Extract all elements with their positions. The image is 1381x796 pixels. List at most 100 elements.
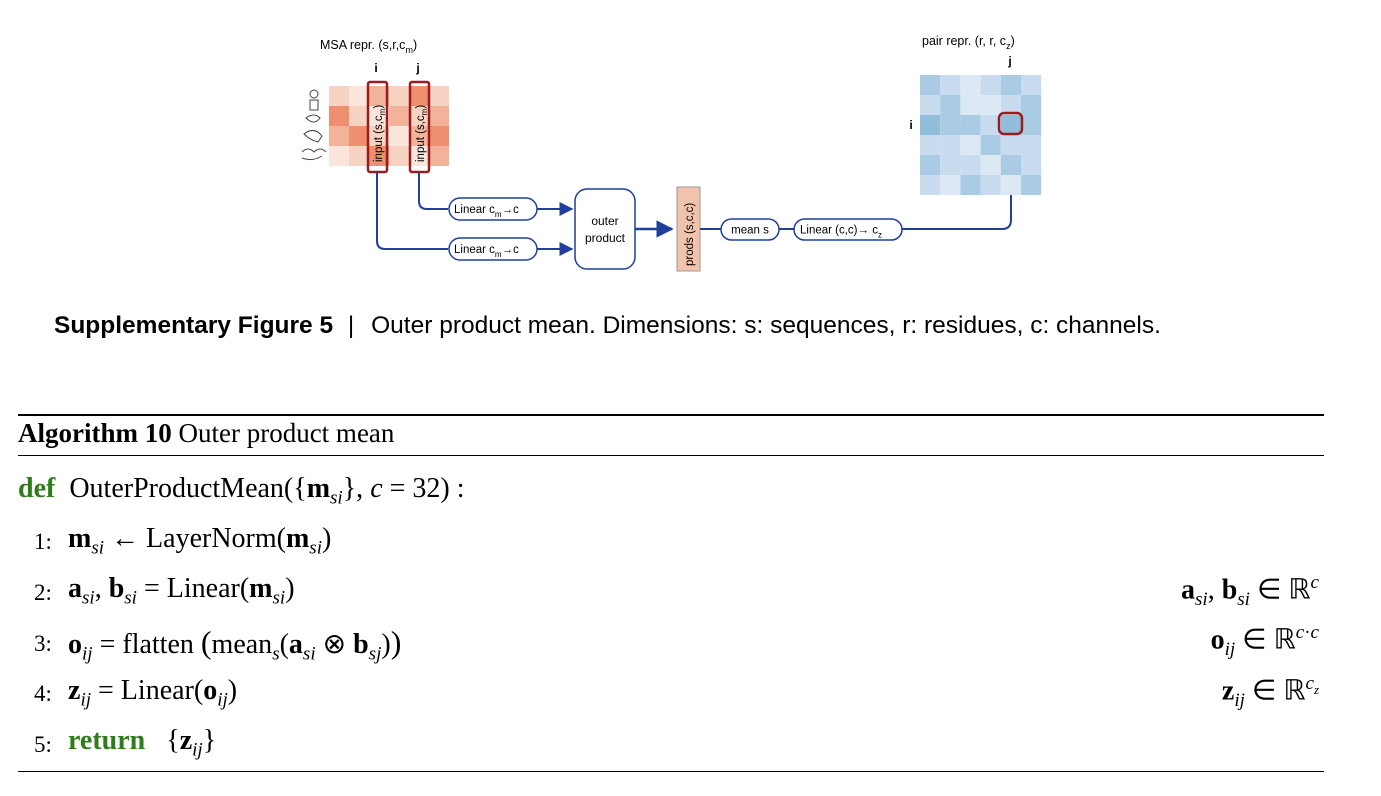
grid-cell [920, 175, 941, 195]
grid-cell [409, 146, 429, 166]
grid-cell [329, 126, 349, 146]
figure-caption: Supplementary Figure 5 | Outer product m… [54, 312, 1161, 340]
msa-col-i-label: i [374, 61, 377, 75]
algorithm-line-4-comment: zij ∈ ℝcz [1221, 673, 1319, 711]
arrow-linearz-pair [902, 136, 1018, 230]
grid-cell [920, 75, 941, 95]
grid-cell [1021, 95, 1042, 115]
grid-cell [980, 135, 1001, 155]
grid-cell [349, 146, 369, 166]
grid-cell [389, 126, 409, 146]
grid-cell [960, 135, 981, 155]
grid-cell [1000, 175, 1021, 195]
grid-cell [329, 86, 349, 106]
algorithm-line-3: oij = flatten (means(asi ⊗ bsj)) [68, 624, 402, 665]
grid-cell [940, 135, 961, 155]
algorithm-line-5: return {zij} [68, 725, 216, 762]
algorithm-bottom-rule [18, 771, 1324, 772]
grid-cell [369, 86, 389, 106]
grid-cell [429, 86, 449, 106]
grid-cell [409, 126, 429, 146]
line-number-5: 5: [34, 732, 52, 757]
grid-cell [349, 106, 369, 126]
grid-cell [980, 115, 1001, 135]
grid-cell [1000, 155, 1021, 175]
input-j-label: input (s,cm) [415, 105, 429, 162]
arrow-input-i [376, 172, 448, 250]
grid-cell [429, 106, 449, 126]
grid-cell [940, 75, 961, 95]
grid-cell [389, 146, 409, 166]
grid-cell [960, 115, 981, 135]
algorithm-mid-rule [18, 455, 1324, 456]
grid-cell [920, 115, 941, 135]
grid-cell [960, 155, 981, 175]
grid-cell [920, 155, 941, 175]
caption-label: Supplementary Figure 5 [54, 312, 334, 339]
pair-label: pair repr. (r, r, cz) [922, 34, 1015, 51]
line-number-2: 2: [34, 580, 52, 605]
grid-cell [960, 175, 981, 195]
grid-cell [409, 86, 429, 106]
grid-cell [920, 135, 941, 155]
outer-product-label-2: product [585, 231, 626, 245]
grid-cell [1000, 115, 1021, 135]
msa-label: MSA repr. (s,r,cm) [320, 38, 417, 55]
grid-cell [1021, 175, 1042, 195]
grid-cell [960, 75, 981, 95]
grid-cell [1021, 115, 1042, 135]
grid-cell [1021, 155, 1042, 175]
grid-cell [980, 95, 1001, 115]
grid-cell [369, 146, 389, 166]
grid-cell [329, 146, 349, 166]
grid-cell [980, 75, 1001, 95]
grid-cell [1000, 75, 1021, 95]
grid-cell [369, 106, 389, 126]
algorithm-def-line: def OuterProductMean({msi}, c = 32) : [18, 473, 465, 510]
algorithm-name: Outer product mean [178, 418, 395, 448]
input-i-label: input (s,cm) [373, 105, 387, 162]
def-keyword: def [18, 473, 56, 504]
pair-grid [920, 75, 1042, 195]
mean-label: mean s [731, 225, 769, 237]
line-number-4: 4: [34, 681, 52, 706]
grid-cell [349, 86, 369, 106]
grid-cell [409, 106, 429, 126]
algorithm-title: Algorithm 10 Outer product mean [18, 418, 394, 449]
outer-product-box [574, 188, 636, 270]
outer-product-label-1: outer [591, 214, 618, 228]
pair-row-i-label: i [909, 118, 912, 132]
grid-cell [389, 86, 409, 106]
grid-cell [1021, 135, 1042, 155]
grid-cell [940, 95, 961, 115]
grid-cell [389, 106, 409, 126]
grid-cell [940, 175, 961, 195]
def-signature: OuterProductMean({msi}, c = 32) : [62, 473, 465, 509]
return-keyword: return [68, 725, 146, 756]
grid-cell [329, 106, 349, 126]
grid-cell [940, 155, 961, 175]
linear-z-label: Linear (c,c)→ cz [800, 225, 882, 240]
grid-cell [980, 155, 1001, 175]
linear-box-1-label: Linear cm→c [454, 204, 519, 219]
prods-label: prods (s,c,c) [684, 203, 696, 266]
grid-cell [940, 115, 961, 135]
algorithm-line-4: zij = Linear(oij) [68, 675, 238, 711]
grid-cell [349, 126, 369, 146]
grid-cell [369, 126, 389, 146]
grid-cell [1000, 95, 1021, 115]
return-value: {zij} [152, 725, 217, 761]
msa-grid [329, 86, 449, 166]
caption-text: Outer product mean. Dimensions: s: seque… [371, 312, 1161, 339]
arrow-input-j [418, 172, 448, 210]
algorithm-line-1: msi ← LayerNorm(msi) [68, 523, 332, 559]
pair-highlight [997, 111, 1024, 136]
algorithm-line-2-comment: asi, bsi ∈ ℝc [1180, 572, 1319, 610]
line-number-3: 3: [34, 631, 52, 656]
msa-col-j-label: j [415, 61, 419, 75]
algorithm-line-3-comment: oij ∈ ℝc·c [1210, 622, 1319, 660]
linear-box-2-label: Linear cm→c [454, 244, 519, 259]
grid-cell [980, 175, 1001, 195]
algorithm-line-2: asi, bsi = Linear(msi) [68, 573, 295, 609]
algorithm-top-rule [18, 414, 1324, 416]
